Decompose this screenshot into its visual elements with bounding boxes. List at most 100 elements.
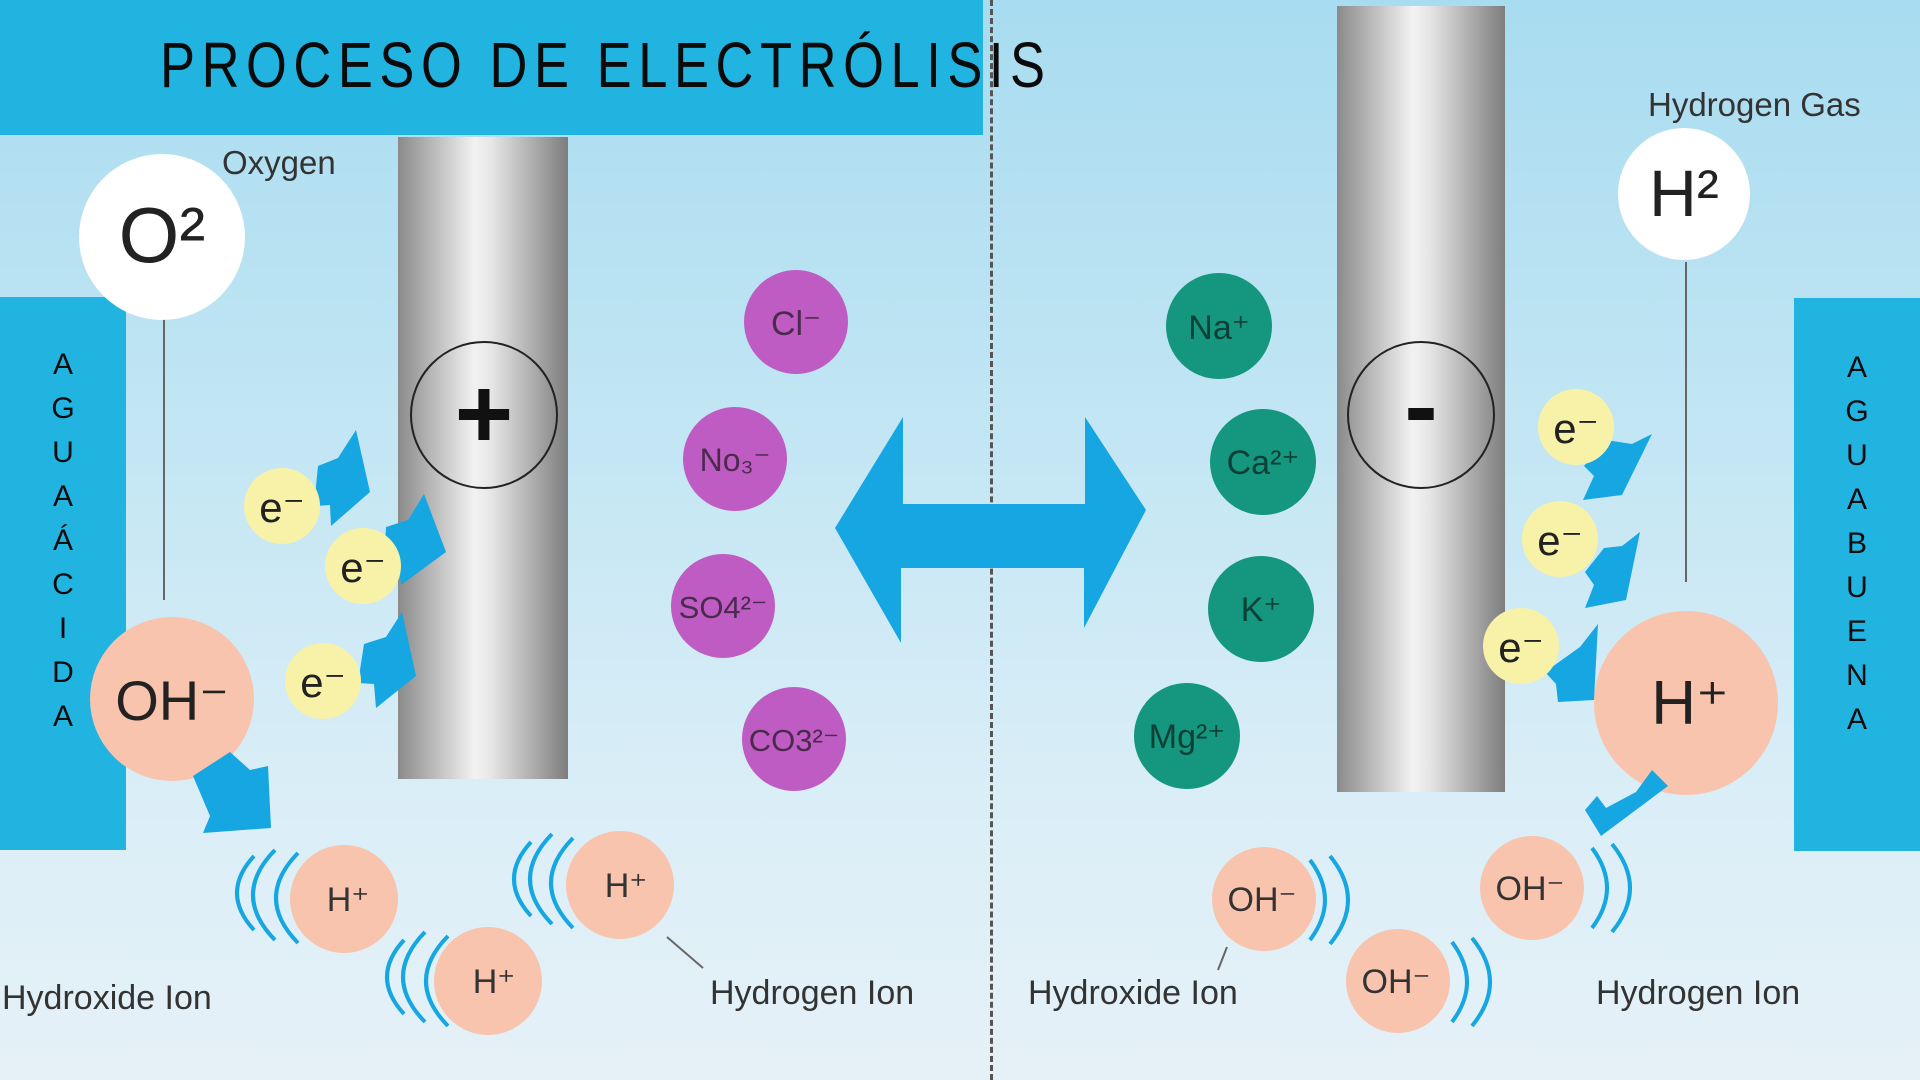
hydrogen-ion-label: H⁺	[473, 963, 516, 1001]
ripple-icon	[528, 832, 554, 926]
electron	[244, 468, 320, 544]
ripple-icon	[251, 848, 277, 942]
left-letter: Á	[52, 524, 73, 557]
right-letter: U	[1846, 439, 1868, 472]
anode-electrode	[398, 137, 568, 779]
right-letter: A	[1846, 703, 1867, 736]
ripple-icon	[424, 934, 450, 1028]
left-panel-text: A G U A Á C I D A	[0, 343, 126, 739]
electron	[325, 528, 401, 604]
arrow-down-icon	[1585, 770, 1668, 836]
hydroxide-ion-label-left: Hydroxide Ion	[2, 979, 212, 1017]
hydrogen-formula: H²	[1649, 156, 1719, 230]
hydroxide-ion-label: OH⁻	[1496, 870, 1565, 908]
hydroxide-ion	[1480, 836, 1584, 940]
electron-label: e⁻	[1553, 405, 1599, 452]
oxygen-molecule	[79, 154, 245, 320]
right-letter: G	[1845, 395, 1869, 428]
hydroxide-ion-label: OH⁻	[1362, 963, 1431, 1001]
ripple-icon	[1308, 858, 1327, 942]
anion	[683, 407, 787, 511]
left-letter: I	[58, 612, 68, 645]
hydrogen-ion-large	[1594, 611, 1778, 795]
oxygen-label: Oxygen	[222, 144, 336, 181]
anion	[744, 270, 848, 374]
electron-arrows-left	[314, 430, 446, 708]
right-panel-text: A G U A B U E N A	[1794, 346, 1920, 742]
hydrogen-ion	[434, 927, 542, 1035]
oxygen-formula: O²	[119, 191, 206, 279]
cation-label: Mg²⁺	[1149, 718, 1226, 756]
hydroxide-ion-label-right: Hydroxide Ion	[1028, 974, 1238, 1012]
left-letter: A	[52, 700, 73, 733]
left-letter: A	[52, 348, 73, 381]
hydroxide-ion-label: OH⁻	[1228, 881, 1297, 919]
right-side-panel: A G U A B U E N A	[1794, 298, 1920, 851]
cation	[1210, 409, 1316, 515]
ripple-icon	[549, 836, 575, 930]
anion-label: No₃⁻	[700, 442, 771, 478]
hydrogen-ion-label-left: Hydrogen Ion	[710, 974, 914, 1012]
electron	[1522, 501, 1598, 577]
arrow-down-icon	[193, 752, 271, 833]
electrons-left: e⁻ e⁻ e⁻	[244, 468, 401, 719]
left-letter: U	[52, 436, 74, 469]
anion	[742, 687, 846, 791]
ripple-icon	[385, 938, 406, 1016]
hydrogen-ion-pointer-line	[666, 936, 704, 969]
electron-label: e⁻	[259, 484, 305, 531]
right-letter: N	[1846, 659, 1868, 692]
cathode-sign-circle	[1347, 341, 1495, 489]
electron	[1483, 608, 1559, 684]
electron-label: e⁻	[300, 659, 346, 706]
cathode-sign: -	[1404, 350, 1437, 462]
electron-label: e⁻	[1537, 517, 1583, 564]
arrow-right-icon	[314, 430, 370, 526]
left-letter: A	[52, 480, 73, 513]
electrons-right: e⁻ e⁻ e⁻	[1483, 389, 1614, 684]
electron	[285, 643, 361, 719]
left-letter: C	[52, 568, 74, 601]
page-title: PROCESO DE ELECTRÓLISIS	[160, 29, 1052, 101]
motion-ripples	[235, 832, 1632, 1028]
hydrogen-ion-label-right: Hydrogen Ion	[1596, 974, 1800, 1012]
hydroxide-ion-pointer-line	[1217, 946, 1228, 971]
left-side-panel: A G U A Á C I D A	[0, 297, 126, 850]
double-arrow-icon	[835, 417, 1146, 643]
cation	[1166, 273, 1272, 379]
right-letter: A	[1846, 351, 1867, 384]
right-letter: B	[1846, 527, 1867, 560]
right-letter: A	[1846, 483, 1867, 516]
electron	[1538, 389, 1614, 465]
hydroxide-ion	[1346, 929, 1450, 1033]
hydrogen-ion-large-label: H⁺	[1651, 669, 1729, 738]
ripple-icon	[1590, 846, 1609, 930]
hydroxide-ions-right: OH⁻ OH⁻ OH⁻	[1212, 836, 1584, 1033]
anode-sign-circle	[410, 341, 558, 489]
anion-label: Cl⁻	[771, 305, 821, 343]
hydroxide-ion-large	[90, 617, 254, 781]
hydroxide-ion-large-label: OH⁻	[115, 669, 229, 732]
right-letter: E	[1846, 615, 1867, 648]
arrow-right-icon	[358, 612, 416, 708]
cathode-electrode	[1337, 6, 1505, 792]
electron-label: e⁻	[340, 544, 386, 591]
title-bar: PROCESO DE ELECTRÓLISIS	[0, 0, 1045, 135]
hydroxide-ion	[1212, 847, 1316, 951]
hydrogen-gas-label: Hydrogen Gas	[1648, 86, 1861, 123]
cation-label: Ca²⁺	[1227, 444, 1300, 482]
ripple-icon	[235, 854, 256, 932]
right-letter: U	[1846, 571, 1868, 604]
anode-sign: +	[455, 358, 513, 470]
arrow-down-right-icon	[1545, 624, 1598, 702]
cation-label: Na⁺	[1188, 309, 1249, 347]
anion-label: SO4²⁻	[679, 590, 768, 625]
hydrogen-ion	[566, 831, 674, 939]
hydrogen-ions-left: H⁺ H⁺ H⁺	[290, 831, 674, 1035]
ripple-icon	[401, 930, 427, 1024]
cation-label: K⁺	[1241, 591, 1282, 629]
anions: Cl⁻ No₃⁻ SO4²⁻ CO3²⁻	[671, 270, 848, 791]
hydrogen-molecule	[1618, 128, 1750, 260]
anion-label: CO3²⁻	[749, 723, 839, 758]
